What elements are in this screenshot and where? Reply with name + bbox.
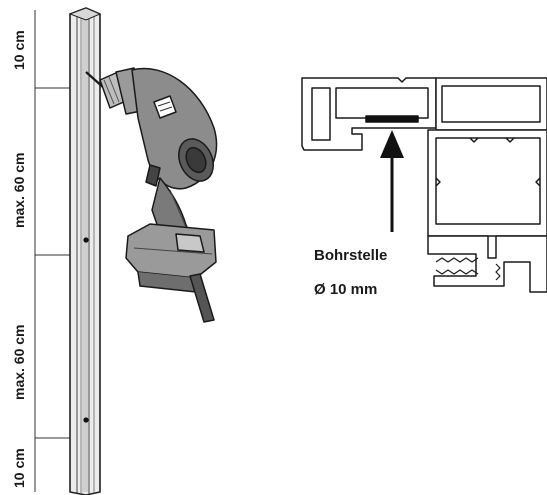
drill-point-arrow	[380, 130, 404, 232]
drill-hole-upper	[83, 237, 89, 243]
drill-point-label: Bohrstelle	[314, 247, 387, 264]
dimension-lower-max-60cm: max. 60 cm	[11, 325, 27, 401]
drill-hole-lower	[83, 417, 89, 423]
diameter-label: Ø 10 mm	[314, 281, 377, 298]
profile-cross-section	[301, 77, 547, 293]
dimension-top-10cm: 10 cm	[11, 30, 27, 70]
dimension-bottom-10cm: 10 cm	[11, 448, 27, 488]
cordless-drill-illustration	[85, 67, 218, 323]
dimension-upper-max-60cm: max. 60 cm	[11, 153, 27, 229]
dimension-labels: 10 cm max. 60 cm max. 60 cm 10 cm	[11, 30, 27, 488]
frame-rail	[68, 7, 102, 495]
drill-point-marker	[365, 115, 419, 123]
